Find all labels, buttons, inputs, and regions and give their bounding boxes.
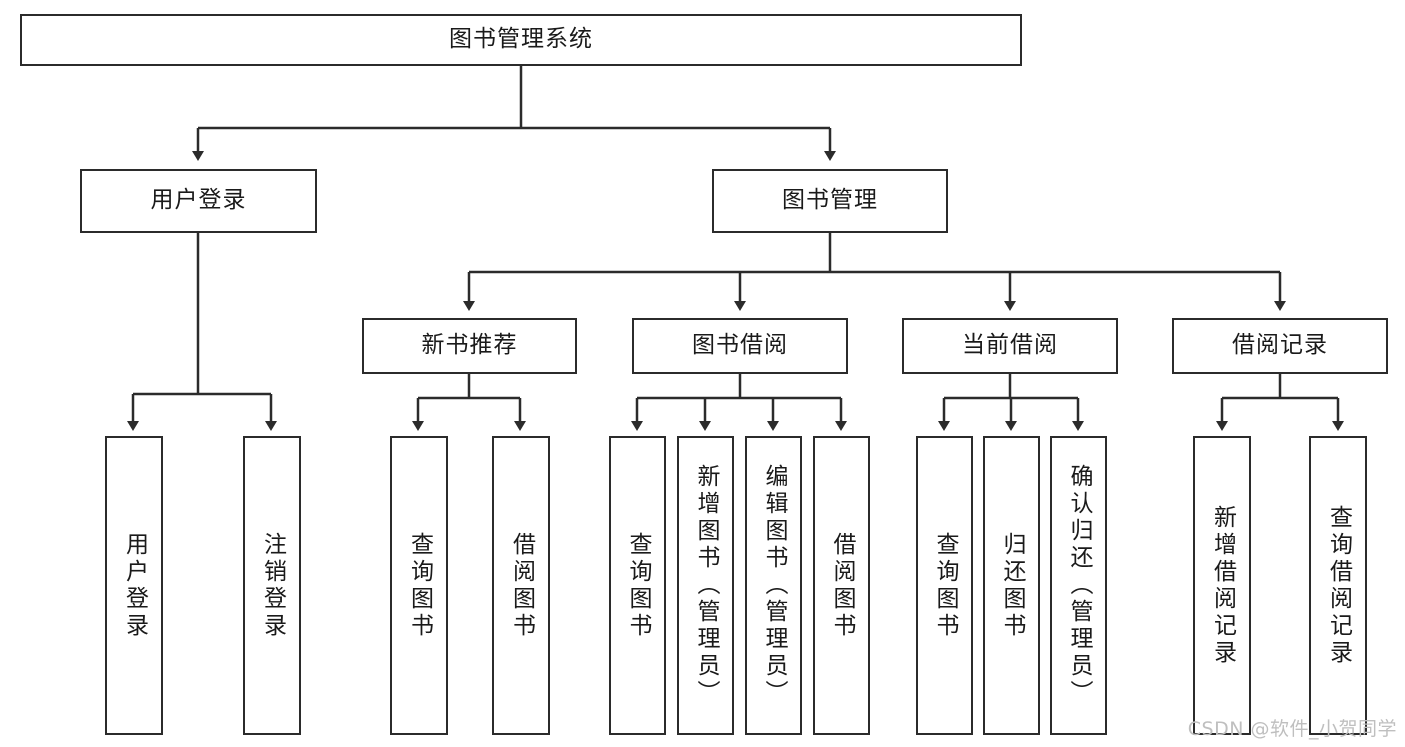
node-label: 用户登录 (121, 531, 148, 640)
node-label: 图书管理系统 (449, 26, 593, 53)
node-label: 确认归还（管理员） (1066, 464, 1092, 707)
node-label: 新书推荐 (421, 332, 518, 359)
leaf-new-book-query[interactable]: 查询图书 (390, 436, 448, 735)
leaf-user-login-logout[interactable]: 注销登录 (243, 436, 301, 735)
node-label: 查询图书 (406, 531, 433, 640)
leaf-borrow-record-add[interactable]: 新增借阅记录 (1193, 436, 1251, 735)
node-new-book-recommend[interactable]: 新书推荐 (362, 318, 577, 374)
node-label: 当前借阅 (962, 332, 1058, 359)
leaf-book-borrow-query[interactable]: 查询图书 (609, 436, 666, 735)
leaf-book-borrow-borrow[interactable]: 借阅图书 (813, 436, 870, 735)
node-label: 图书借阅 (692, 332, 788, 359)
node-label: 借阅图书 (829, 531, 855, 640)
node-label: 查询借阅记录 (1325, 504, 1352, 667)
node-label: 查询图书 (932, 531, 958, 640)
node-current-borrow[interactable]: 当前借阅 (902, 318, 1118, 374)
node-book-borrow[interactable]: 图书借阅 (632, 318, 848, 374)
node-user-login[interactable]: 用户登录 (80, 169, 317, 233)
leaf-book-borrow-add[interactable]: 新增图书（管理员） (677, 436, 734, 735)
node-label: 查询图书 (625, 531, 651, 640)
node-label: 编辑图书（管理员） (761, 464, 787, 707)
node-root-system[interactable]: 图书管理系统 (20, 14, 1022, 66)
node-book-management[interactable]: 图书管理 (712, 169, 948, 233)
node-borrow-record[interactable]: 借阅记录 (1172, 318, 1388, 374)
node-label: 新增借阅记录 (1209, 504, 1236, 667)
node-label: 用户登录 (150, 187, 247, 214)
leaf-current-borrow-query[interactable]: 查询图书 (916, 436, 973, 735)
leaf-current-borrow-confirm-return[interactable]: 确认归还（管理员） (1050, 436, 1107, 735)
leaf-book-borrow-edit[interactable]: 编辑图书（管理员） (745, 436, 802, 735)
leaf-current-borrow-return[interactable]: 归还图书 (983, 436, 1040, 735)
leaf-user-login-login[interactable]: 用户登录 (105, 436, 163, 735)
csdn-watermark: CSDN @软件_小贺同学 (1187, 718, 1397, 740)
node-label: 新增图书（管理员） (693, 464, 719, 707)
node-label: 归还图书 (999, 531, 1025, 640)
leaf-new-book-borrow[interactable]: 借阅图书 (492, 436, 550, 735)
leaf-borrow-record-query[interactable]: 查询借阅记录 (1309, 436, 1367, 735)
node-label: 注销登录 (259, 531, 286, 640)
node-label: 图书管理 (782, 187, 878, 214)
node-label: 借阅记录 (1232, 332, 1328, 359)
node-label: 借阅图书 (508, 531, 535, 640)
